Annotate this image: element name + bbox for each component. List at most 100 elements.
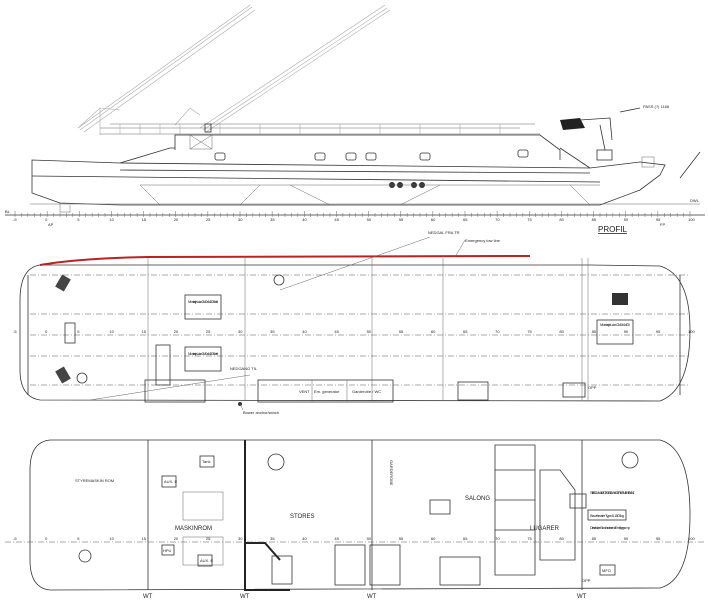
emergency-tow-line <box>39 255 531 266</box>
frame-number: 25 <box>206 217 211 222</box>
vent-label: VENT <box>299 389 310 394</box>
frame-number: 5 <box>77 536 80 541</box>
annotation-top: NEDGAL FRA TR <box>428 230 460 235</box>
frame-number: 40 <box>302 329 307 334</box>
mfo: MFO <box>602 568 611 573</box>
frame-number: 90 <box>624 536 629 541</box>
frame-number: 20 <box>174 329 179 334</box>
frame-number: 45 <box>334 217 339 222</box>
frame-number: 75 <box>527 217 532 222</box>
frame-number: 65 <box>463 329 468 334</box>
frame-number: 95 <box>656 217 661 222</box>
frame-number: 30 <box>238 329 243 334</box>
crane-booms <box>77 4 391 135</box>
frame-number: 85 <box>592 536 597 541</box>
room-cabins: LUGARER <box>530 526 560 532</box>
bollard <box>55 366 71 384</box>
opp-label-lower: OPP <box>582 578 591 583</box>
frame-number: 0 <box>45 536 48 541</box>
wardrobe-label: Garderobe / WC <box>352 389 381 394</box>
frame-number: 55 <box>399 536 404 541</box>
frame-number: 80 <box>559 217 564 222</box>
tank: Tank <box>202 459 210 464</box>
hatch: Montasje Luke 2140x1400 Boltet <box>184 294 222 320</box>
frame-number: 85 <box>592 329 597 334</box>
frame-number: 45 <box>334 329 339 334</box>
profile-title: PROFIL <box>598 225 627 234</box>
frame-number: 50 <box>367 217 372 222</box>
frame-number: 95 <box>656 536 661 541</box>
frame-number: 15 <box>142 536 147 541</box>
frame-number: 60 <box>431 217 436 222</box>
frame-number: 30 <box>238 217 243 222</box>
opp-label: OPP <box>588 385 597 390</box>
frame-number: 45 <box>334 536 339 541</box>
frame-number: 90 <box>624 329 629 334</box>
frame-number: 55 <box>399 329 404 334</box>
frame-number: 75 <box>527 329 532 334</box>
frame-number: 5 <box>77 329 80 334</box>
frame-number: 65 <box>463 217 468 222</box>
frame-number: 35 <box>270 217 275 222</box>
frame-number: 65 <box>463 536 468 541</box>
frame-number: 95 <box>656 329 661 334</box>
frame-number: -5 <box>13 329 17 334</box>
funnel <box>204 123 212 133</box>
frame-number: 15 <box>142 329 147 334</box>
frame-number: 100 <box>688 217 695 222</box>
room-saloon: SALONG <box>465 496 490 502</box>
svg-text:Montasje Luke 2140x1400 Boltet: Montasje Luke 2140x1400 Boltet <box>188 299 219 304</box>
ap-label: AP <box>48 222 54 227</box>
aux-e-2: AUX. E <box>200 558 213 563</box>
generator-label: Em. generator <box>314 389 340 394</box>
diesel-note: Diesel driven Bow thruster and Em. bilge… <box>590 525 631 530</box>
room-steering: STYREMASKIN ROM <box>75 478 114 483</box>
frame-number: 40 <box>302 217 307 222</box>
crane-base <box>612 293 628 305</box>
bl-label: BL <box>5 209 11 214</box>
crane-label: PASS (?) 1166 <box>643 104 670 109</box>
portholes <box>214 149 529 161</box>
winch <box>76 372 88 384</box>
frame-number: 60 <box>431 329 436 334</box>
room-stores: STORES <box>290 514 315 520</box>
frame-number: 85 <box>592 217 597 222</box>
wt-label: WT <box>367 594 377 600</box>
frame-number: 50 <box>367 536 372 541</box>
frame-number: 5 <box>77 217 80 222</box>
frame-number: 55 <box>399 217 404 222</box>
hatch: Montasje Luke 2140x1400 <box>596 319 634 345</box>
frame-number: 75 <box>527 536 532 541</box>
dwl-label: DWL <box>690 198 700 203</box>
room-engine: MASKINROM <box>175 526 212 532</box>
frame-number: 100 <box>688 536 695 541</box>
frame-number: 70 <box>495 329 500 334</box>
frame-number: 100 <box>688 329 695 334</box>
wt-label: WT <box>143 594 153 600</box>
frame-number: 25 <box>206 536 211 541</box>
frame-number: 20 <box>174 217 179 222</box>
frame-number: 50 <box>367 329 372 334</box>
treatment-plant: STP. ACCUMULATOR OG SEWAGE TREATMENT PLA… <box>590 490 636 495</box>
wt-label: WT <box>240 594 250 600</box>
wt-label: WT <box>577 594 587 600</box>
annotation-mid: NEDGANG TIL <box>230 366 258 371</box>
hpu: HPU <box>163 548 172 553</box>
frame-number: 35 <box>270 536 275 541</box>
frame-number: -5 <box>13 536 17 541</box>
bow-thruster: Bow thruster Type & 1500kg <box>590 513 624 518</box>
frame-number: 15 <box>142 217 147 222</box>
frame-number: 40 <box>302 536 307 541</box>
bollard <box>55 274 71 292</box>
frame-number: 20 <box>174 536 179 541</box>
winch <box>273 274 285 286</box>
frame-number: 0 <box>45 329 48 334</box>
bower-anchor-label: Bower anchor/winch <box>243 410 279 415</box>
frame-number: 80 <box>559 329 564 334</box>
frame-number: 0 <box>45 217 48 222</box>
frame-number: 10 <box>109 329 114 334</box>
hatch: Montasje Luke 2140x1400 Boltet <box>184 346 222 372</box>
